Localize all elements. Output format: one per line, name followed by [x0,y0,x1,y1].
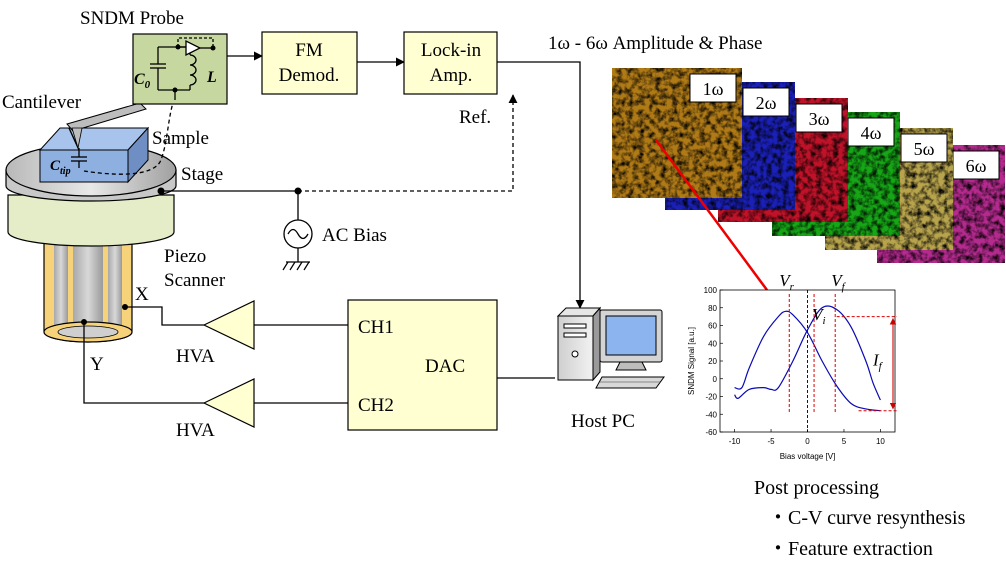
harmonic-images: 6ω 5ω 4ω 3ω 2ω 1ω [612,68,1005,263]
vi-label: Vi [812,305,825,327]
vf-label: Vf [831,271,846,293]
ref-label: Ref. [459,107,491,128]
hva-amplifier-2: HVA [176,378,255,441]
x-tick-label: 10 [876,437,885,446]
y-axis-title: SNDM Signal [a.u.] [687,327,696,395]
cantilever-label: Cantilever [2,92,82,113]
sample-label: Sample [152,128,209,149]
harmonic-label-box [900,133,948,163]
piezo-label-2: Scanner [164,270,226,291]
signal-wires [83,51,585,404]
y-tick-label: 100 [704,286,718,295]
vr-label: Vr [779,271,794,293]
x-tick-label: 0 [805,437,810,446]
pointer-line [654,139,769,291]
cantilever [66,102,147,151]
sndm-probe-box: C0 L [132,33,228,105]
ac-bias-source [283,219,313,249]
post-item-1: ・C-V curve resynthesis [768,507,966,529]
cv-curve-2 [734,310,881,412]
ac-bias-label: AC Bias [322,225,387,246]
post-title: Post processing [754,477,879,499]
ch2-label: CH2 [358,395,394,416]
host-pc-label: Host PC [571,411,635,432]
amp-phase-label: 1ω - 6ω Amplitude & Phase [548,33,762,54]
host-pc-icon [556,306,665,389]
ground-symbol [282,261,310,271]
y-tick-label: -20 [705,393,717,402]
harmonic-label-box [742,87,790,117]
y-axis-label: Y [90,354,104,375]
hva-amplifier-1: HVA [176,300,255,367]
dac-label: DAC [425,356,465,377]
x-tick-label: 5 [842,437,847,446]
svg-text:Amp.: Amp. [430,65,473,86]
svg-text:HVA: HVA [176,420,215,441]
piezo-scanner [43,232,133,343]
svg-text:Demod.: Demod. [279,65,340,86]
harmonic-image-1: 1ω [612,68,742,198]
svg-text:HVA: HVA [176,346,215,367]
y-tick-label: 60 [708,322,717,331]
x-axis-title: Bias voltage [V] [780,452,836,461]
harmonic-label: 2ω [756,93,777,113]
l-label: L [206,69,217,86]
y-tick-label: 20 [708,357,717,366]
probe-label: SNDM Probe [80,8,184,29]
if-label: If [872,351,884,373]
ctip-label: Ctip [50,158,71,177]
x-tick-label: -10 [729,437,741,446]
x-axis-label: X [135,284,149,305]
harmonic-label: 5ω [914,139,935,159]
harmonic-label-box [795,103,843,133]
cv-curve-1 [734,305,881,401]
y-tick-label: 40 [708,339,717,348]
ch1-label: CH1 [358,317,394,338]
y-tick-label: -40 [705,410,717,419]
ctip-capacitor [71,97,176,175]
svg-text:FM: FM [295,40,323,61]
svg-text:Lock-in: Lock-in [421,40,482,61]
harmonic-label: 3ω [809,109,830,129]
stage-label: Stage [181,164,223,185]
lockin-amp-block: Lock-in Amp. [403,31,498,95]
y-tick-label: 0 [713,375,718,384]
post-item-2: ・Feature extraction [768,538,933,560]
sample [38,126,150,184]
harmonic-label-box [689,73,737,103]
y-tick-label: 80 [708,304,717,313]
harmonic-label: 6ω [966,156,987,176]
c0-label: C0 [134,71,151,91]
x-tick-label: -5 [767,437,775,446]
dac-block: CH1 CH2 DAC [347,299,498,431]
harmonic-label: 4ω [861,123,882,143]
harmonic-label: 1ω [703,79,724,99]
harmonic-label-box [847,117,895,147]
fm-demod-block: FM Demod. [261,31,358,95]
piezo-label-1: Piezo [164,246,206,267]
y-tick-label: -60 [705,428,717,437]
